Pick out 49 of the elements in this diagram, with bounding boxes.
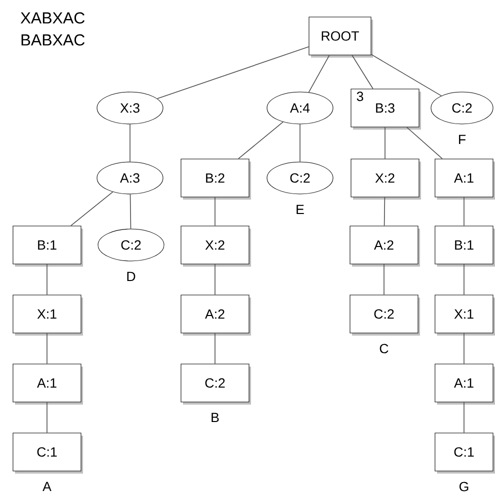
process-box: X:1 bbox=[12, 294, 83, 336]
process-box: X:2 bbox=[180, 226, 251, 267]
tree-edge bbox=[214, 196, 216, 226]
process-box: X:1 bbox=[434, 294, 495, 336]
process-box: A:2 bbox=[350, 226, 420, 267]
tree-edge bbox=[370, 54, 442, 96]
leaf-label: B bbox=[212, 412, 219, 422]
tree-edge bbox=[238, 122, 284, 160]
tree-edge bbox=[156, 46, 310, 100]
process-box: A:2 bbox=[180, 294, 251, 336]
tree-edge bbox=[70, 192, 114, 226]
process-box: B:2 bbox=[180, 158, 251, 200]
process-box: C:2 bbox=[350, 294, 420, 336]
tree-edge bbox=[214, 264, 216, 296]
process-box: C:2 bbox=[180, 364, 251, 405]
process-box: X:2 bbox=[350, 158, 421, 200]
leaf-label: G bbox=[460, 482, 468, 492]
leaf-label: F bbox=[459, 134, 466, 144]
tree-edge bbox=[308, 54, 330, 93]
process-box: C:1 bbox=[12, 432, 83, 474]
ellipse-node: C:2 bbox=[266, 162, 334, 194]
process-box: A:1 bbox=[434, 364, 495, 405]
process-box: ROOT bbox=[308, 16, 373, 58]
sequence-text: XABXAC bbox=[20, 12, 85, 24]
process-box: C:1 bbox=[434, 432, 495, 474]
leaf-label: E bbox=[296, 204, 304, 214]
leaf-label: C bbox=[380, 344, 388, 354]
sequence-text: BABXAC bbox=[22, 34, 85, 46]
process-box: B:1 bbox=[12, 226, 83, 267]
tree-edge bbox=[384, 196, 386, 226]
ellipse-node: A:3 bbox=[96, 162, 164, 194]
leaf-label: D bbox=[127, 272, 136, 282]
ellipse-node: X:3 bbox=[96, 92, 164, 124]
ellipse-node: A:4 bbox=[266, 92, 334, 124]
tree-edge bbox=[352, 54, 374, 90]
tree-edge bbox=[46, 264, 48, 296]
tree-edge bbox=[406, 126, 443, 160]
tree-edge bbox=[46, 402, 48, 434]
ellipse-node: C:2 bbox=[430, 92, 494, 124]
process-box: B:3 3 bbox=[350, 88, 421, 130]
tree-edge bbox=[214, 332, 216, 364]
tree-edge bbox=[130, 194, 132, 230]
ellipse-node: C:2 bbox=[98, 228, 164, 262]
process-box: A:1 bbox=[434, 158, 495, 200]
process-box: A:1 bbox=[12, 364, 83, 405]
tree-edge bbox=[46, 332, 48, 364]
leaf-label: A bbox=[42, 482, 52, 492]
process-box: B:1 bbox=[434, 226, 495, 267]
tree-edge bbox=[384, 126, 386, 160]
